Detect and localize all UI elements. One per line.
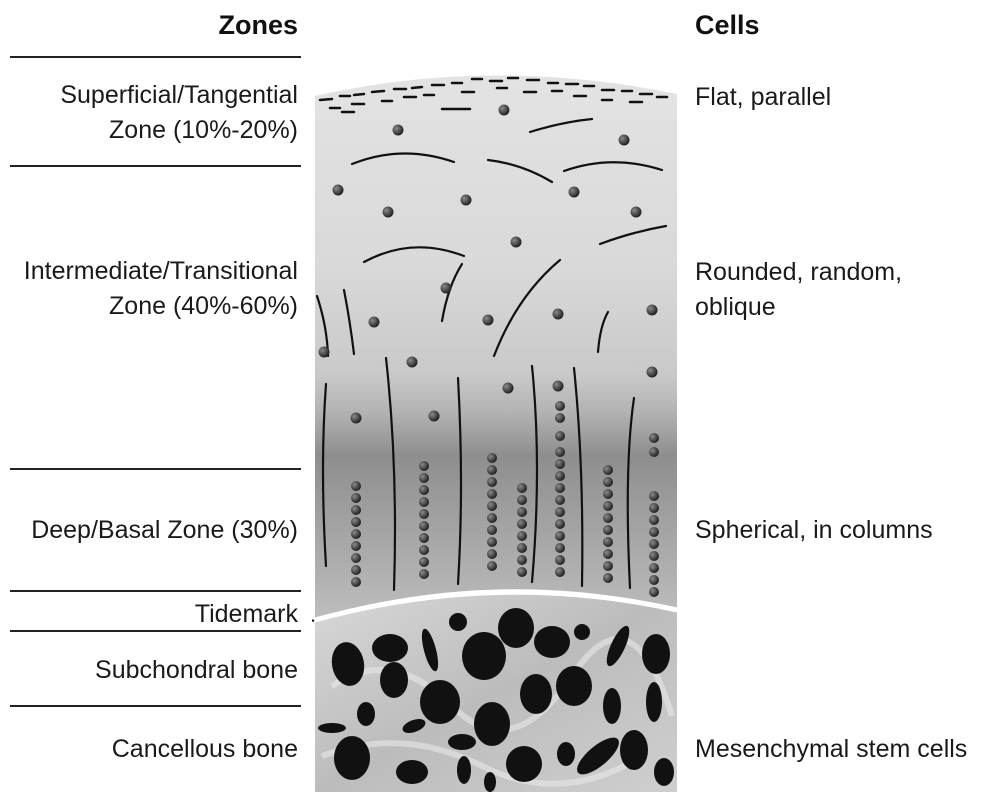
cell-label-deep: Spherical, in columns bbox=[695, 513, 933, 548]
divider-superficial-bottom bbox=[10, 165, 301, 167]
zone-label-superficial: Superficial/Tangential Zone (10%-20%) bbox=[60, 78, 298, 148]
zone-label-deep: Deep/Basal Zone (30%) bbox=[31, 513, 298, 548]
cartilage-diagram bbox=[312, 66, 682, 792]
zone-label-tidemark: Tidemark bbox=[195, 597, 298, 632]
cell-label-superficial: Flat, parallel bbox=[695, 80, 831, 115]
divider-deep-bottom bbox=[10, 590, 301, 592]
zone-label-intermediate-line2: Zone (40%-60%) bbox=[24, 289, 298, 324]
divider-intermediate-bottom bbox=[10, 468, 301, 470]
zone-label-superficial-line1: Superficial/Tangential bbox=[60, 78, 298, 113]
zone-label-cancellous: Cancellous bone bbox=[112, 732, 298, 767]
cell-label-cancellous: Mesenchymal stem cells bbox=[695, 732, 967, 767]
cartilage-body bbox=[315, 75, 677, 618]
zone-label-superficial-line2: Zone (10%-20%) bbox=[60, 113, 298, 148]
zones-header: Zones bbox=[218, 10, 298, 41]
cells-header: Cells bbox=[695, 10, 760, 41]
divider-top bbox=[10, 56, 301, 58]
zone-label-intermediate: Intermediate/Transitional Zone (40%-60%) bbox=[24, 254, 298, 324]
zone-label-subchondral: Subchondral bone bbox=[95, 653, 298, 688]
divider-subchondral-bottom bbox=[10, 705, 301, 707]
zone-label-intermediate-line1: Intermediate/Transitional bbox=[24, 254, 298, 289]
cell-label-intermediate: Rounded, random, oblique bbox=[695, 255, 984, 325]
